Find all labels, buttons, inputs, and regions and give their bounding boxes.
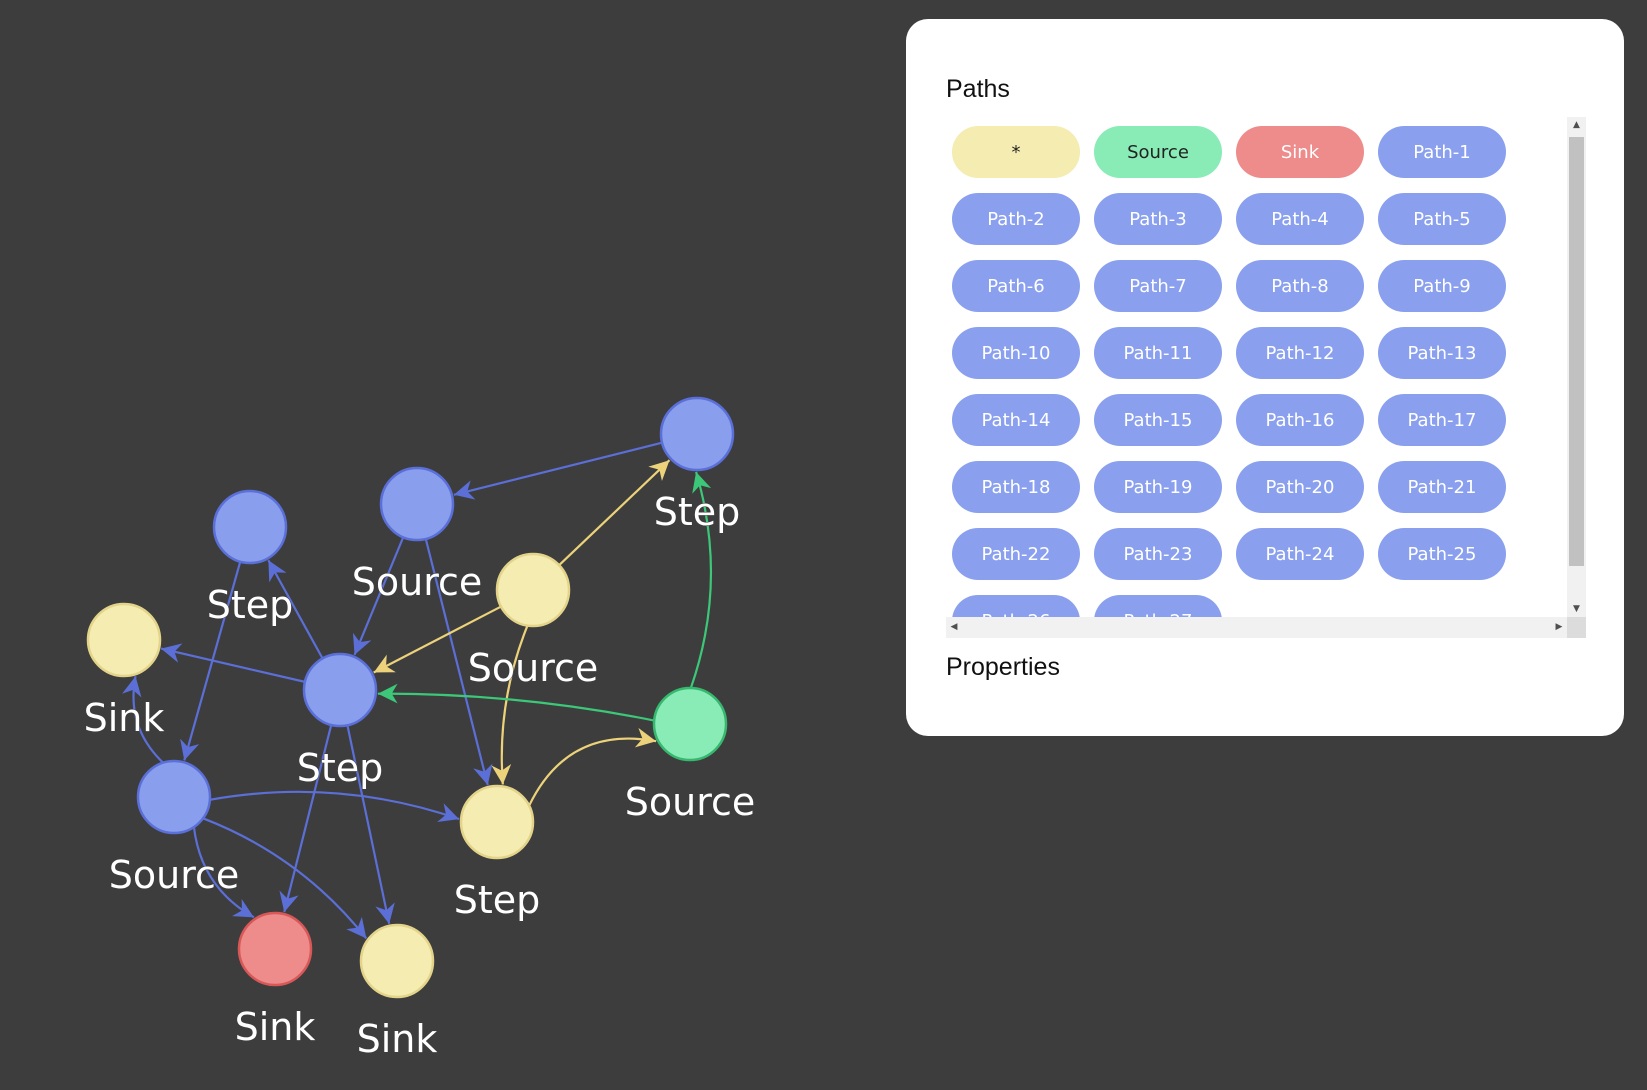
scrollbar-corner xyxy=(1567,617,1586,638)
node-n1[interactable]: Step xyxy=(653,396,741,535)
node-label: Source xyxy=(109,853,240,897)
edge-n4-n6[interactable] xyxy=(373,605,502,674)
path-chip-path-4[interactable]: Path-4 xyxy=(1236,193,1364,245)
path-chip-path-14[interactable]: Path-14 xyxy=(952,394,1080,446)
node-circle[interactable] xyxy=(495,552,571,628)
path-chip-path-10[interactable]: Path-10 xyxy=(952,327,1080,379)
path-chip-path-6[interactable]: Path-6 xyxy=(952,260,1080,312)
path-chip-path-25[interactable]: Path-25 xyxy=(1378,528,1506,580)
path-chip-path-23[interactable]: Path-23 xyxy=(1094,528,1222,580)
node-label: Source xyxy=(352,560,483,604)
edge-n7-n6[interactable] xyxy=(377,683,655,722)
edge-n4-n1[interactable] xyxy=(558,459,671,566)
properties-title: Properties xyxy=(946,653,1060,681)
path-chip-path-12[interactable]: Path-12 xyxy=(1236,327,1364,379)
node-circle[interactable] xyxy=(359,923,435,999)
path-chip-path-7[interactable]: Path-7 xyxy=(1094,260,1222,312)
path-chip-path-18[interactable]: Path-18 xyxy=(952,461,1080,513)
node-circle[interactable] xyxy=(652,686,728,762)
node-circle[interactable] xyxy=(237,911,313,987)
node-label: Source xyxy=(625,780,756,824)
edge-n6-n11[interactable] xyxy=(346,725,395,925)
path-chip-path-16[interactable]: Path-16 xyxy=(1236,394,1364,446)
path-chip-path-24[interactable]: Path-24 xyxy=(1236,528,1364,580)
edge-n2-n6[interactable] xyxy=(352,536,405,656)
path-chip-all[interactable]: * xyxy=(952,126,1080,178)
node-n9[interactable]: Step xyxy=(453,784,541,923)
edge-n7-n1[interactable] xyxy=(689,471,713,689)
node-circle[interactable] xyxy=(459,784,535,860)
node-n4[interactable]: Source xyxy=(467,552,599,691)
node-n3[interactable]: Step xyxy=(206,489,294,628)
path-chip-path-2[interactable]: Path-2 xyxy=(952,193,1080,245)
node-n10[interactable]: Sink xyxy=(234,911,316,1050)
node-circle[interactable] xyxy=(212,489,288,565)
edge-n6-n10[interactable] xyxy=(279,724,333,913)
path-chip-path-3[interactable]: Path-3 xyxy=(1094,193,1222,245)
path-chip-path-1[interactable]: Path-1 xyxy=(1378,126,1506,178)
edge-n9-n7[interactable] xyxy=(528,727,657,807)
path-chip-path-8[interactable]: Path-8 xyxy=(1236,260,1364,312)
path-chip-path-11[interactable]: Path-11 xyxy=(1094,327,1222,379)
path-chip-path-15[interactable]: Path-15 xyxy=(1094,394,1222,446)
node-label: Sink xyxy=(357,1017,438,1061)
node-circle[interactable] xyxy=(302,652,378,728)
node-label: Step xyxy=(654,490,741,534)
path-chip-path-13[interactable]: Path-13 xyxy=(1378,327,1506,379)
scroll-down-icon[interactable]: ▼ xyxy=(1573,604,1580,614)
node-n5[interactable]: Sink xyxy=(83,602,165,741)
path-chip-path-19[interactable]: Path-19 xyxy=(1094,461,1222,513)
node-circle[interactable] xyxy=(379,466,455,542)
edge-n3-n8[interactable] xyxy=(180,561,242,761)
path-chip-path-9[interactable]: Path-9 xyxy=(1378,260,1506,312)
edge-n2-n9[interactable] xyxy=(424,538,493,786)
scroll-left-icon[interactable]: ◀ xyxy=(950,622,958,632)
node-label: Step xyxy=(297,746,384,790)
edge-n8-n9[interactable] xyxy=(209,790,460,823)
edges xyxy=(122,441,713,940)
horizontal-scrollbar[interactable]: ◀ ▶ xyxy=(946,617,1567,638)
edge-n8-n5[interactable] xyxy=(122,676,164,764)
path-chip-path-17[interactable]: Path-17 xyxy=(1378,394,1506,446)
path-chip-path-22[interactable]: Path-22 xyxy=(952,528,1080,580)
node-label: Step xyxy=(454,878,541,922)
graph-canvas[interactable]: StepSourceStepSourceSinkStepSourceSource… xyxy=(0,0,800,1090)
node-circle[interactable] xyxy=(86,602,162,678)
node-n8[interactable]: Source xyxy=(108,759,240,898)
node-circle[interactable] xyxy=(136,759,212,835)
node-n6[interactable]: Step xyxy=(296,652,384,791)
node-n11[interactable]: Sink xyxy=(356,923,438,1062)
path-chip-sink[interactable]: Sink xyxy=(1236,126,1364,178)
edge-n6-n5[interactable] xyxy=(160,643,306,683)
edge-n1-n2[interactable] xyxy=(453,441,663,500)
scroll-up-icon[interactable]: ▲ xyxy=(1573,120,1580,130)
edge-n8-n10[interactable] xyxy=(192,826,255,919)
node-label: Step xyxy=(207,583,294,627)
node-n7[interactable]: Source xyxy=(624,686,756,825)
node-label: Sink xyxy=(235,1005,316,1049)
path-chip-path-5[interactable]: Path-5 xyxy=(1378,193,1506,245)
vertical-scrollbar[interactable]: ▲ ▼ xyxy=(1567,117,1586,617)
nodes: StepSourceStepSourceSinkStepSourceSource… xyxy=(83,396,756,1062)
scroll-right-icon[interactable]: ▶ xyxy=(1555,622,1563,632)
edge-n8-n11[interactable] xyxy=(202,817,368,940)
path-chip-source[interactable]: Source xyxy=(1094,126,1222,178)
scrollbar-thumb[interactable] xyxy=(1569,137,1584,566)
node-label: Sink xyxy=(84,696,165,740)
path-chip-path-20[interactable]: Path-20 xyxy=(1236,461,1364,513)
node-circle[interactable] xyxy=(659,396,735,472)
edge-n4-n9[interactable] xyxy=(491,625,529,785)
edge-n6-n3[interactable] xyxy=(267,559,324,660)
node-label: Source xyxy=(468,646,599,690)
path-chip-path-21[interactable]: Path-21 xyxy=(1378,461,1506,513)
paths-title: Paths xyxy=(946,75,1010,103)
node-n2[interactable]: Source xyxy=(351,466,483,605)
